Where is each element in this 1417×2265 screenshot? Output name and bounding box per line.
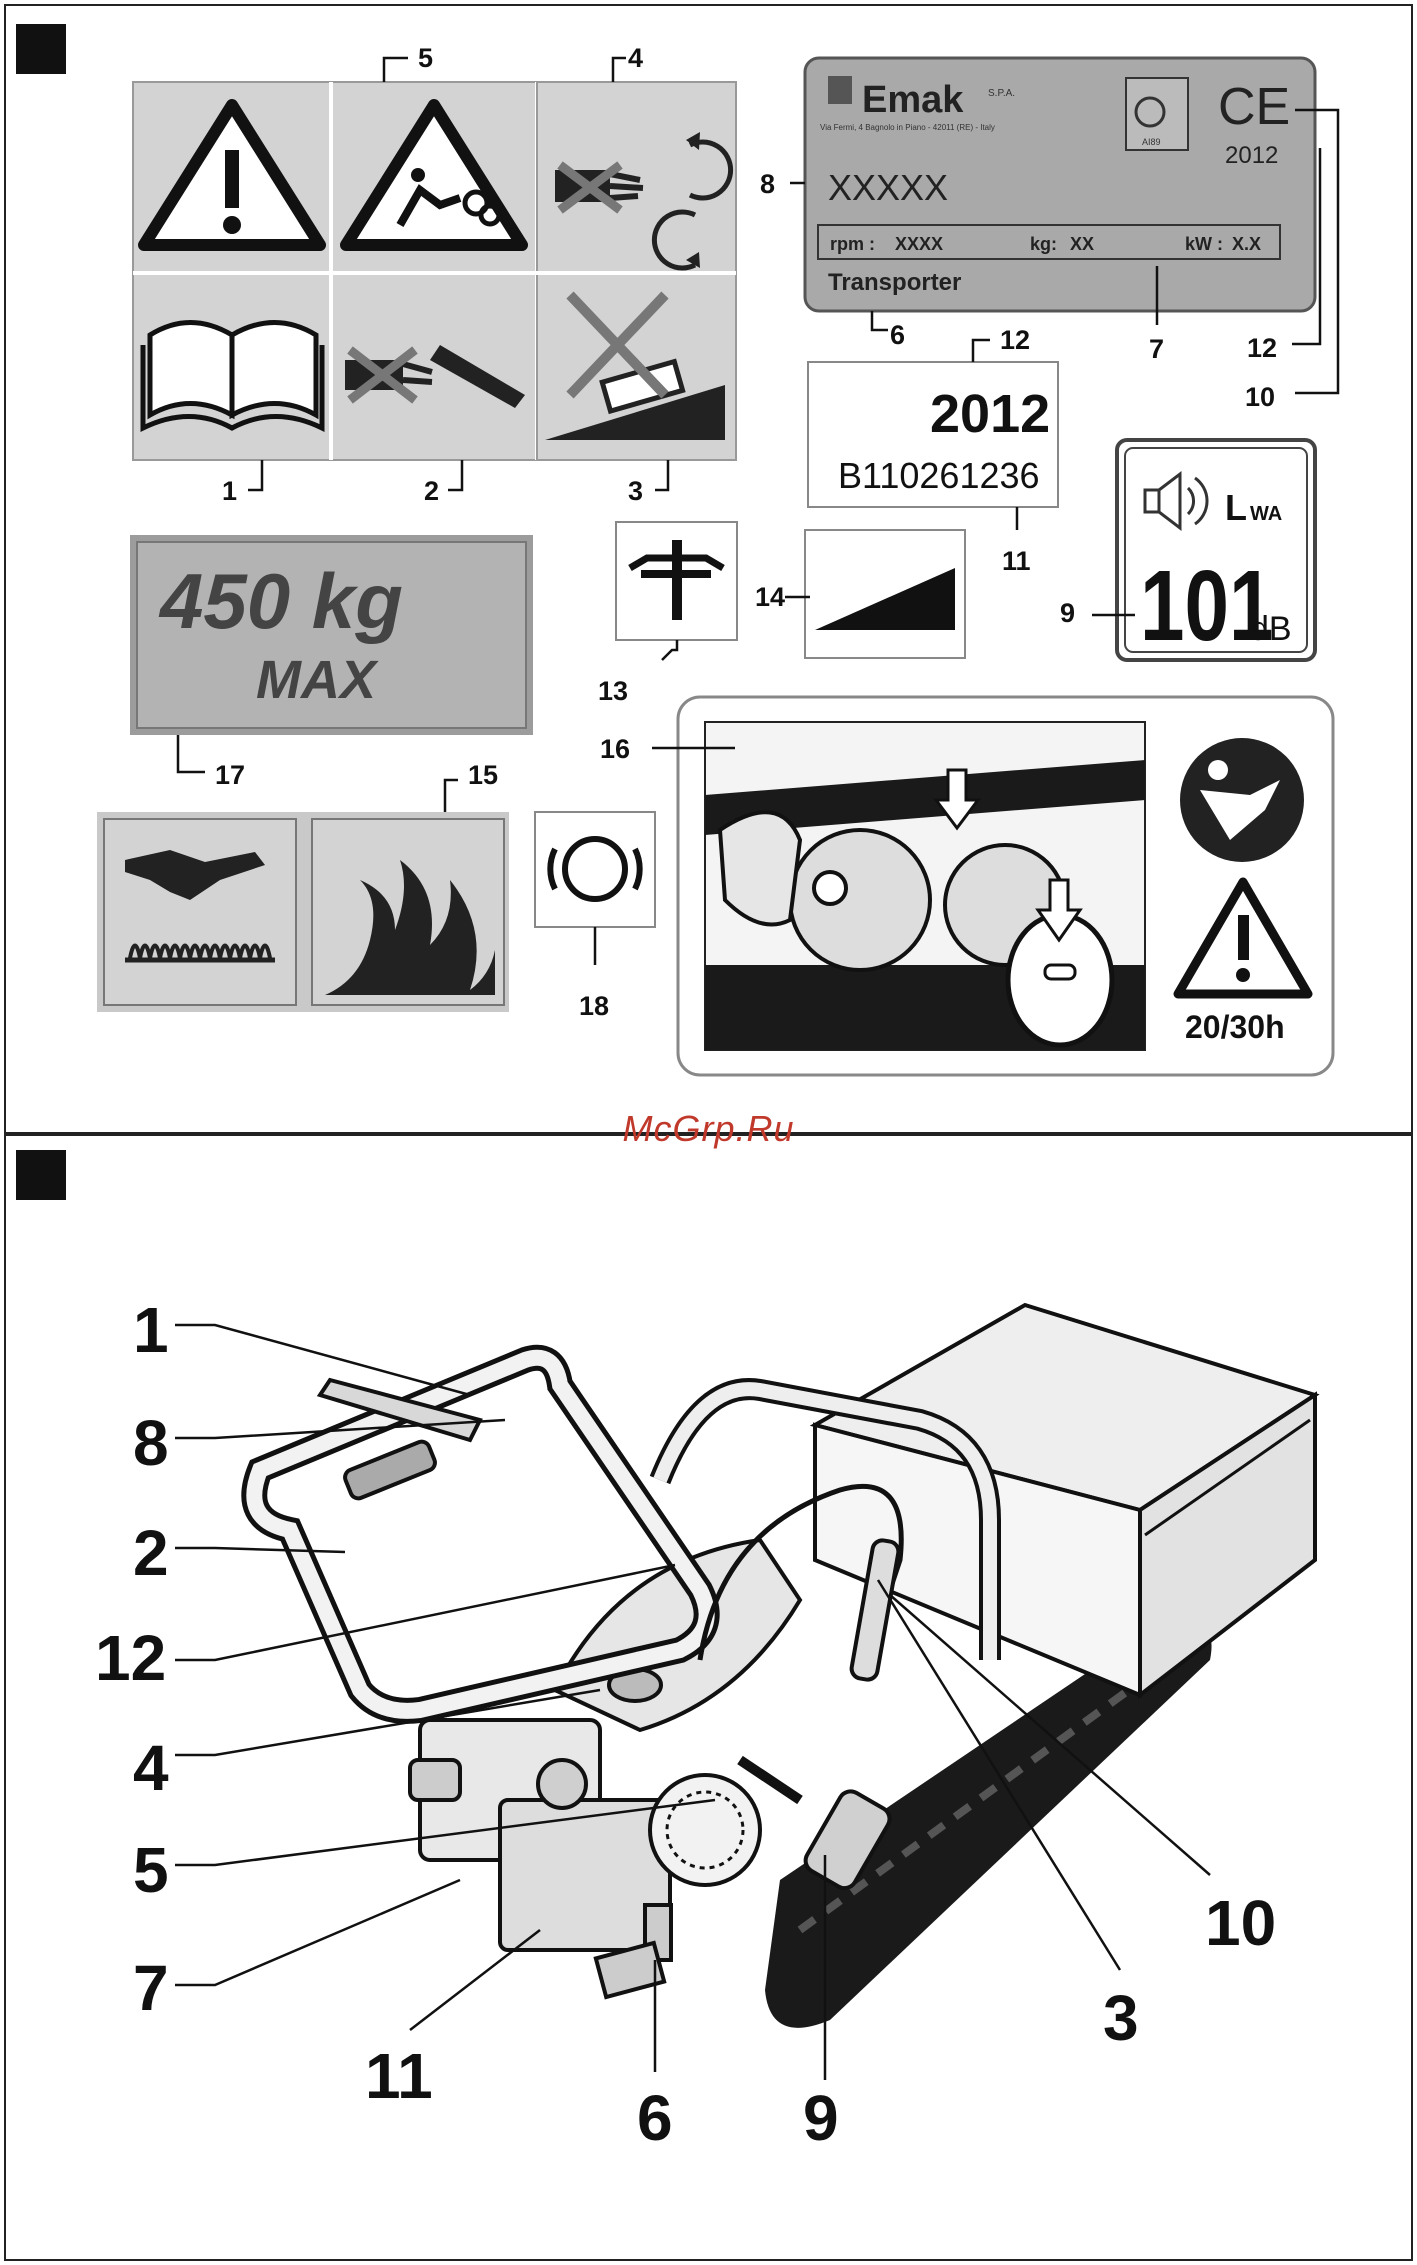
plate-kw-value: X.X: [1232, 234, 1261, 254]
callout-bottom-12: 12: [95, 1622, 166, 1694]
ce-mark: CE: [1218, 78, 1290, 136]
callout-bottom-9: 9: [803, 2082, 839, 2154]
read-manual-circle-icon: [1180, 738, 1304, 862]
callout-bottom-4: 4: [133, 1732, 169, 1804]
lifting-point-label: [616, 522, 737, 640]
brake-indicator-label: [535, 812, 655, 927]
callout-top-5: 5: [418, 43, 433, 73]
callout-top-12a: 12: [1247, 333, 1277, 363]
throttle-ramp-label: [805, 530, 965, 658]
plate-kg-label: kg:: [1030, 234, 1057, 254]
callout-bottom-8: 8: [133, 1407, 169, 1479]
callout-top-2: 2: [424, 476, 439, 506]
plate-kg-value: XX: [1070, 234, 1094, 254]
callout-bottom-7: 7: [133, 1952, 169, 2024]
callout-top-10: 10: [1245, 382, 1275, 412]
callout-top-6: 6: [890, 320, 905, 350]
track-tension-maintenance-label: 20/30h: [678, 697, 1333, 1075]
rating-plate: Emak S.P.A. Via Fermi, 4 Bagnolo in Pian…: [805, 58, 1315, 311]
plate-kw-label: kW :: [1185, 234, 1223, 254]
callout-bottom-10: 10: [1205, 1887, 1276, 1959]
callout-bottom-1: 1: [133, 1294, 169, 1366]
plate-brand-suffix: S.P.A.: [988, 88, 1015, 99]
callout-top-1: 1: [222, 476, 237, 506]
plate-year: 2012: [1225, 142, 1278, 169]
callout-bottom-11: 11: [365, 2040, 433, 2112]
plate-address: Via Fermi, 4 Bagnolo in Piano - 42011 (R…: [820, 123, 995, 132]
emak-logo-icon: [828, 76, 852, 104]
lwa-subscript: WA: [1250, 503, 1282, 525]
plate-rpm-value: XXXX: [895, 234, 943, 254]
max-load-weight: 450 kg: [158, 557, 403, 645]
safety-pictogram-grid: [133, 82, 736, 460]
maintenance-interval: 20/30h: [1185, 1009, 1285, 1045]
callout-bottom-5: 5: [133, 1834, 169, 1906]
plate-model: XXXXX: [828, 167, 948, 208]
plate-rpm-label: rpm :: [830, 234, 875, 254]
callout-bottom-6: 6: [637, 2082, 673, 2154]
serial-year: 2012: [930, 384, 1050, 444]
callout-top-13: 13: [598, 676, 628, 706]
callout-top-3: 3: [628, 476, 643, 506]
hot-surface-labels: [97, 812, 509, 1012]
callout-top-14: 14: [755, 582, 785, 612]
plate-cert-text: AI89: [1142, 137, 1161, 147]
callout-top-11: 11: [1002, 546, 1031, 576]
callout-top-18: 18: [579, 991, 609, 1021]
lwa-label: L: [1225, 487, 1247, 528]
callout-top-8: 8: [760, 169, 775, 199]
noise-unit: dB: [1250, 610, 1292, 648]
plate-product: Transporter: [828, 269, 961, 296]
callout-bottom-2: 2: [133, 1517, 169, 1589]
plate-brand: Emak: [862, 79, 964, 121]
max-load-plate: 450 kg MAX: [130, 535, 533, 735]
callout-top-16: 16: [600, 734, 630, 764]
max-load-text: MAX: [256, 650, 379, 710]
callout-top-7: 7: [1149, 334, 1164, 364]
callout-top-15: 15: [468, 760, 498, 790]
callout-top-4: 4: [628, 43, 643, 73]
callout-top-9: 9: [1060, 598, 1075, 628]
serial-number: B110261236: [838, 455, 1040, 496]
tracked-transporter-illustration: [254, 1305, 1315, 2028]
callout-top-17: 17: [215, 760, 245, 790]
callout-bottom-3: 3: [1103, 1982, 1139, 2054]
serial-number-label: 2012 B110261236: [808, 362, 1058, 507]
noise-level-label: L WA 101 dB: [1117, 440, 1315, 662]
callout-top-12b: 12: [1000, 325, 1030, 355]
